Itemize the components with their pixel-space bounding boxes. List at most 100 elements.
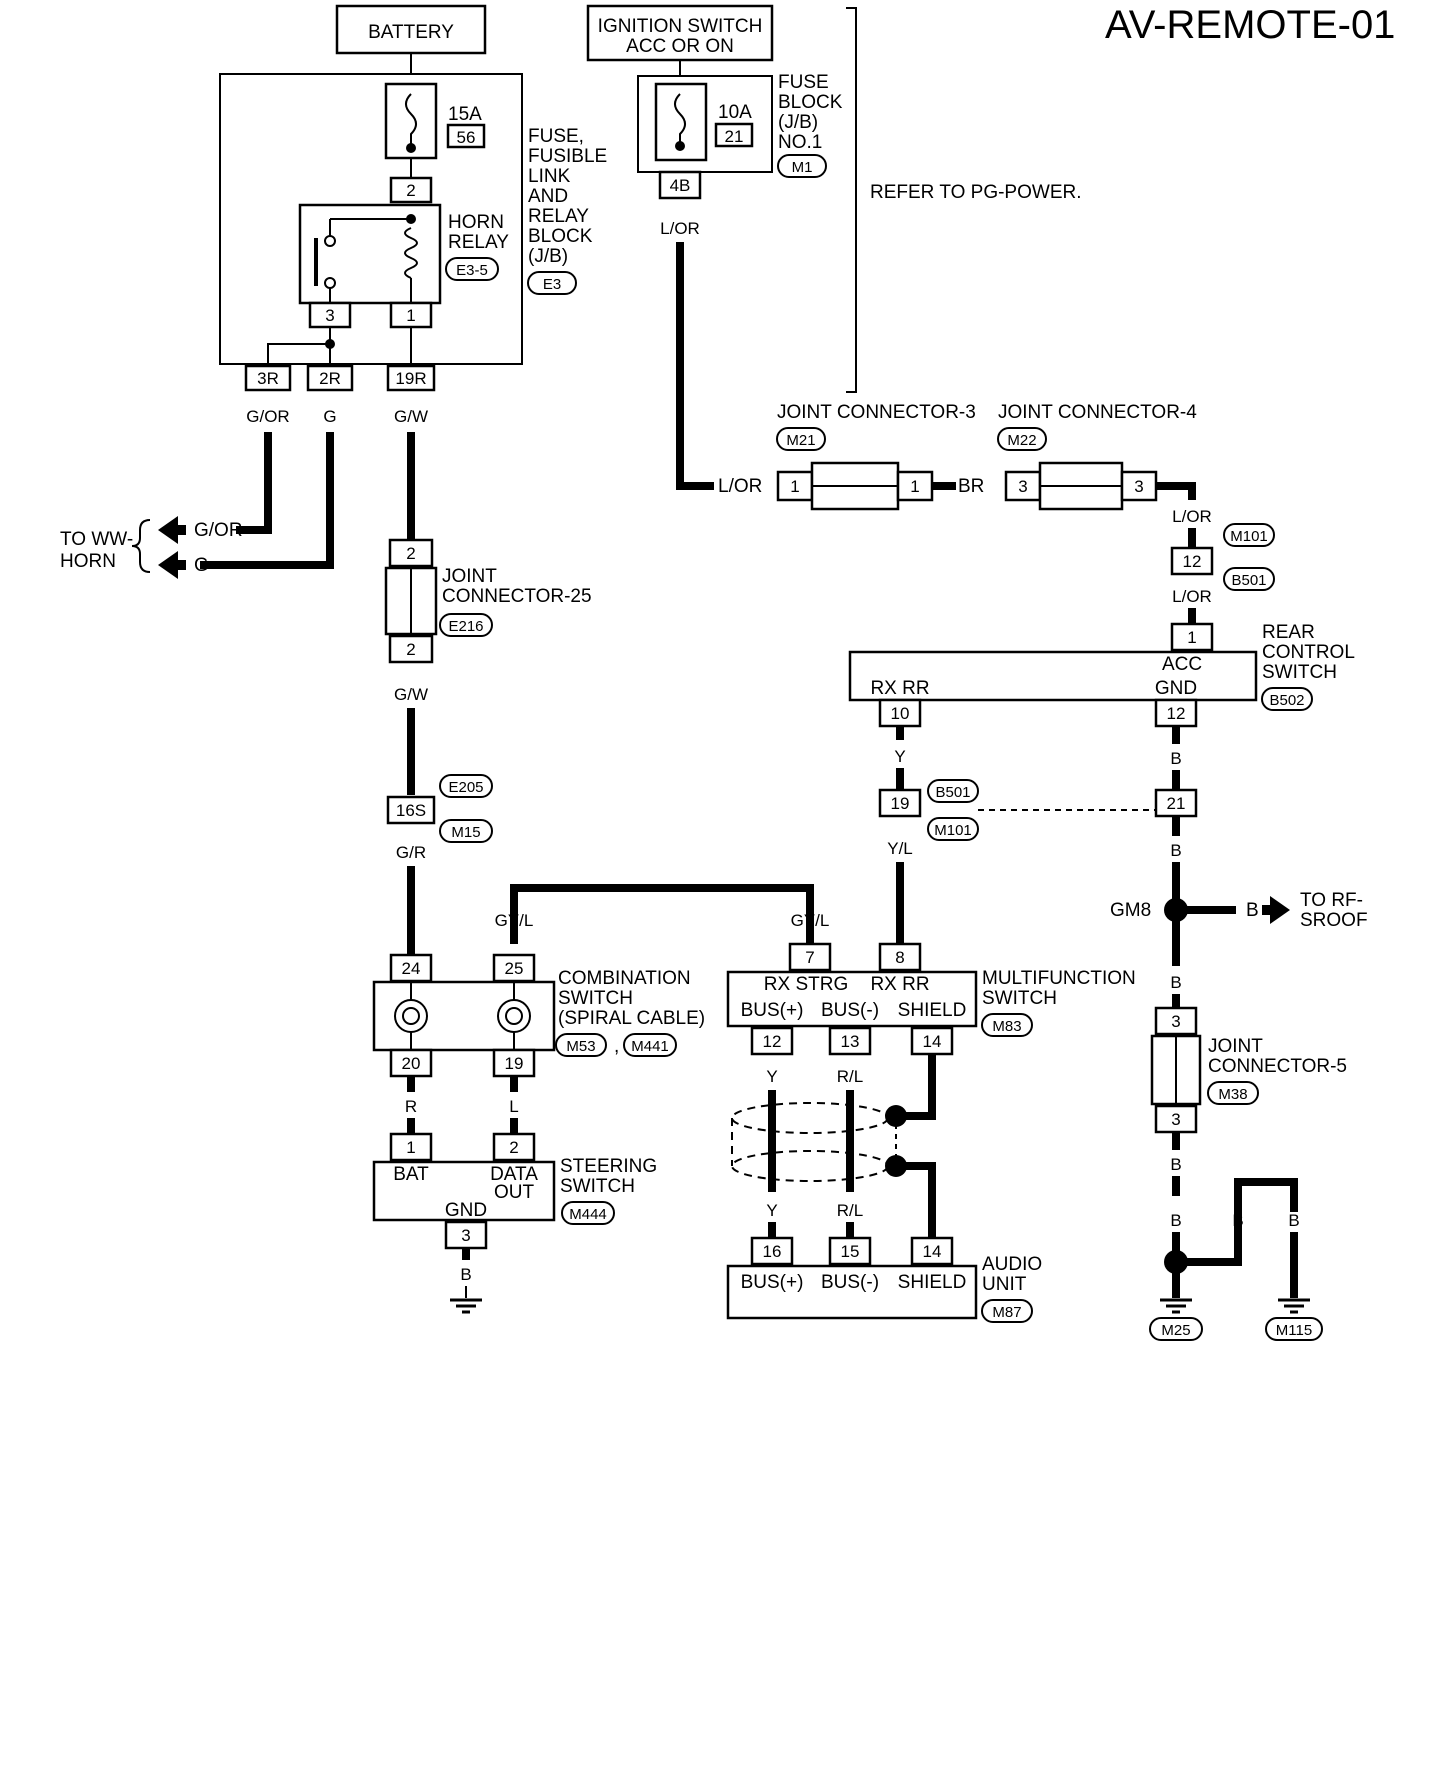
mfs-bus-p: BUS(+) <box>741 1000 804 1021</box>
wire-gy-l <box>510 884 814 944</box>
rear-pin-acc <box>1170 622 1214 652</box>
b502-pill-text: B502 <box>1269 692 1304 709</box>
j5-label-2: CONNECTOR-5 <box>1208 1056 1347 1077</box>
audio-pin-15-text: 15 <box>841 1242 860 1261</box>
comb-pin-19-text: 19 <box>505 1054 524 1073</box>
fuse-21-box <box>714 122 754 148</box>
e216-pill <box>439 613 493 637</box>
steer-label-1: STEERING <box>560 1156 657 1177</box>
e3-pin-2r-text: 2R <box>319 369 341 388</box>
e3-label-4: AND <box>528 186 568 207</box>
mfs-rx-strg: RX STRG <box>764 974 848 995</box>
mfs-pin-7 <box>788 942 832 972</box>
b501-pill-top <box>1223 567 1275 591</box>
mfs-rx-rr: RX RR <box>870 974 929 995</box>
e3-label-7: (J/B) <box>528 246 568 267</box>
mfs-shield: SHIELD <box>898 1000 967 1021</box>
wire-shield-mfs <box>896 1054 936 1120</box>
fuse-block-e3-frame <box>219 73 523 365</box>
m101-pill-top <box>1223 523 1275 547</box>
m21-pill-text: M21 <box>786 432 815 449</box>
m53-pill <box>555 1033 607 1057</box>
e3-pin-19r-text: 19R <box>395 369 426 388</box>
m1-pin-4b <box>658 170 702 200</box>
to-rf-2: SROOF <box>1300 910 1368 931</box>
comb-pin-20-text: 20 <box>402 1054 421 1073</box>
ignition-label-2: ACC OR ON <box>626 36 734 57</box>
to-ww-horn-1: TO WW- <box>60 529 133 550</box>
b501-pin-19-text: 19 <box>891 794 910 813</box>
mfs-pin-13-text: 13 <box>841 1032 860 1051</box>
wire-b-label-1: B <box>1170 749 1181 768</box>
joint4-pin-r-text: 3 <box>1134 477 1143 496</box>
diagram-title: AV-REMOTE-01 <box>1105 3 1395 47</box>
rear-control-switch <box>848 650 1258 702</box>
e3-label-1: FUSE, <box>528 126 584 147</box>
e3-pin-3r <box>244 364 292 392</box>
m444-pill-text: M444 <box>569 1206 607 1223</box>
j5-pin-top <box>1154 1006 1198 1036</box>
wire-l-or <box>676 242 714 490</box>
wire-b-label-6: B <box>1232 1211 1243 1230</box>
wire-y-label-bus-top: Y <box>766 1067 777 1086</box>
rear-pin-acc-text: 1 <box>1187 628 1196 647</box>
steer-pin-1 <box>389 1132 433 1162</box>
fuse-21-no: 21 <box>725 127 744 146</box>
mfs-pin-13 <box>828 1026 872 1056</box>
m83-pill-text: M83 <box>992 1018 1021 1035</box>
audio-pin-16-text: 16 <box>763 1242 782 1261</box>
wire-b-label-4: B <box>1170 1155 1181 1174</box>
m441-pill <box>623 1033 677 1057</box>
wire-y-label-bus-bot: Y <box>766 1201 777 1220</box>
mfs-pin-14-text: 14 <box>923 1032 942 1051</box>
m87-pill-text: M87 <box>992 1304 1021 1321</box>
comb-label-1: COMBINATION <box>558 968 691 989</box>
battery-box <box>335 4 487 55</box>
arrow-g-or-label: G/OR <box>194 520 243 541</box>
wire-l-or-label-4: L/OR <box>1172 587 1212 606</box>
comb-sep: , <box>614 1036 619 1057</box>
fuse-56-dot <box>406 143 416 153</box>
m115-pill <box>1265 1317 1323 1341</box>
m1-label-3: (J/B) <box>778 112 818 133</box>
fuse-56-no: 56 <box>457 128 476 147</box>
mfs-pin-7-text: 7 <box>805 948 814 967</box>
j5-label-1: JOINT <box>1208 1036 1263 1057</box>
wire-l-or-label-1: L/OR <box>660 219 700 238</box>
wire-g-w-label-2: G/W <box>394 685 428 704</box>
j25-pin-bot-text: 2 <box>406 640 415 659</box>
m1-label-1: FUSE <box>778 72 829 93</box>
wire-steer-gnd-label: B <box>460 1265 471 1284</box>
e3-pin-3r-text: 3R <box>257 369 279 388</box>
m441-pill-text: M441 <box>631 1038 669 1055</box>
steer-gnd-label: GND <box>445 1200 487 1221</box>
audio-shield: SHIELD <box>898 1272 967 1293</box>
m21-pill <box>776 427 826 451</box>
fuse-block-m1-frame <box>637 75 773 173</box>
multifunction-switch <box>726 970 978 1028</box>
fuse-56-element <box>405 93 417 148</box>
wire-r-l-label-bot: R/L <box>837 1201 863 1220</box>
j25-pin-bot <box>388 634 434 664</box>
wire-l-or-label-2: L/OR <box>718 476 762 497</box>
wire-l-or-joint4 <box>1156 482 1196 500</box>
steer-pin-2 <box>492 1132 536 1162</box>
m101-pill-text: M101 <box>934 822 972 839</box>
wire-g-or-label: G/OR <box>246 407 289 426</box>
refer-pg-power: REFER TO PG-POWER. <box>870 182 1082 203</box>
e3-label-2: FUSIBLE <box>528 146 607 167</box>
ww-horn-brace <box>131 519 151 573</box>
wire-b-label-3: B <box>1170 973 1181 992</box>
wire-b-label-5: B <box>1170 1211 1181 1230</box>
shield-ellipse-top <box>731 1102 889 1134</box>
e3-pill-text: E3 <box>543 276 561 293</box>
m38-pill-text: M38 <box>1218 1086 1247 1103</box>
fuse-56-box <box>446 123 486 149</box>
mfs-label-1: MULTIFUNCTION <box>982 968 1136 989</box>
joint4-pin-l <box>1004 470 1042 502</box>
e3-label-6: BLOCK <box>528 226 593 247</box>
j25-label-1: JOINT <box>442 566 497 587</box>
audio-label-1: AUDIO <box>982 1254 1042 1275</box>
joint4-pin-l-text: 3 <box>1018 477 1027 496</box>
